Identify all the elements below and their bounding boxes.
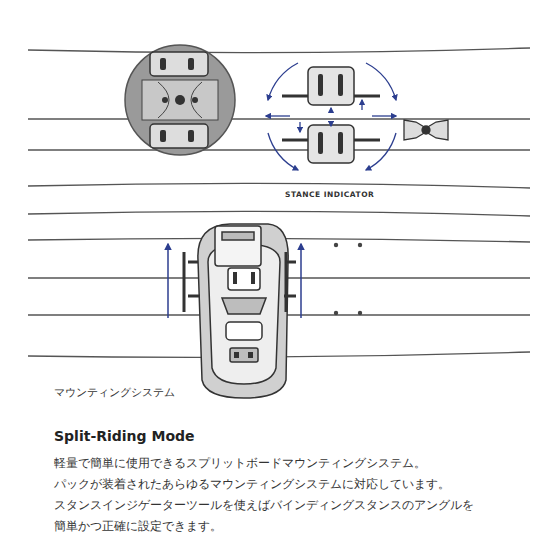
section-heading: Split-Riding Mode [54,428,195,444]
system-label: マウンティングシステム [54,385,175,400]
tool-label: STANCE INDICATOR [285,190,374,199]
body-line: 簡単かつ正確に設定できます。 [54,519,222,534]
body-line: パックが装着されたあらゆるマウンティングシステムに対応しています。 [54,477,450,492]
body-line: 軽量で簡単に使用できるスプリットボードマウンティングシステム。 [54,456,426,471]
body-line: スタンスインジゲーターツールを使えばバインディングスタンスのアングルを [54,498,474,513]
